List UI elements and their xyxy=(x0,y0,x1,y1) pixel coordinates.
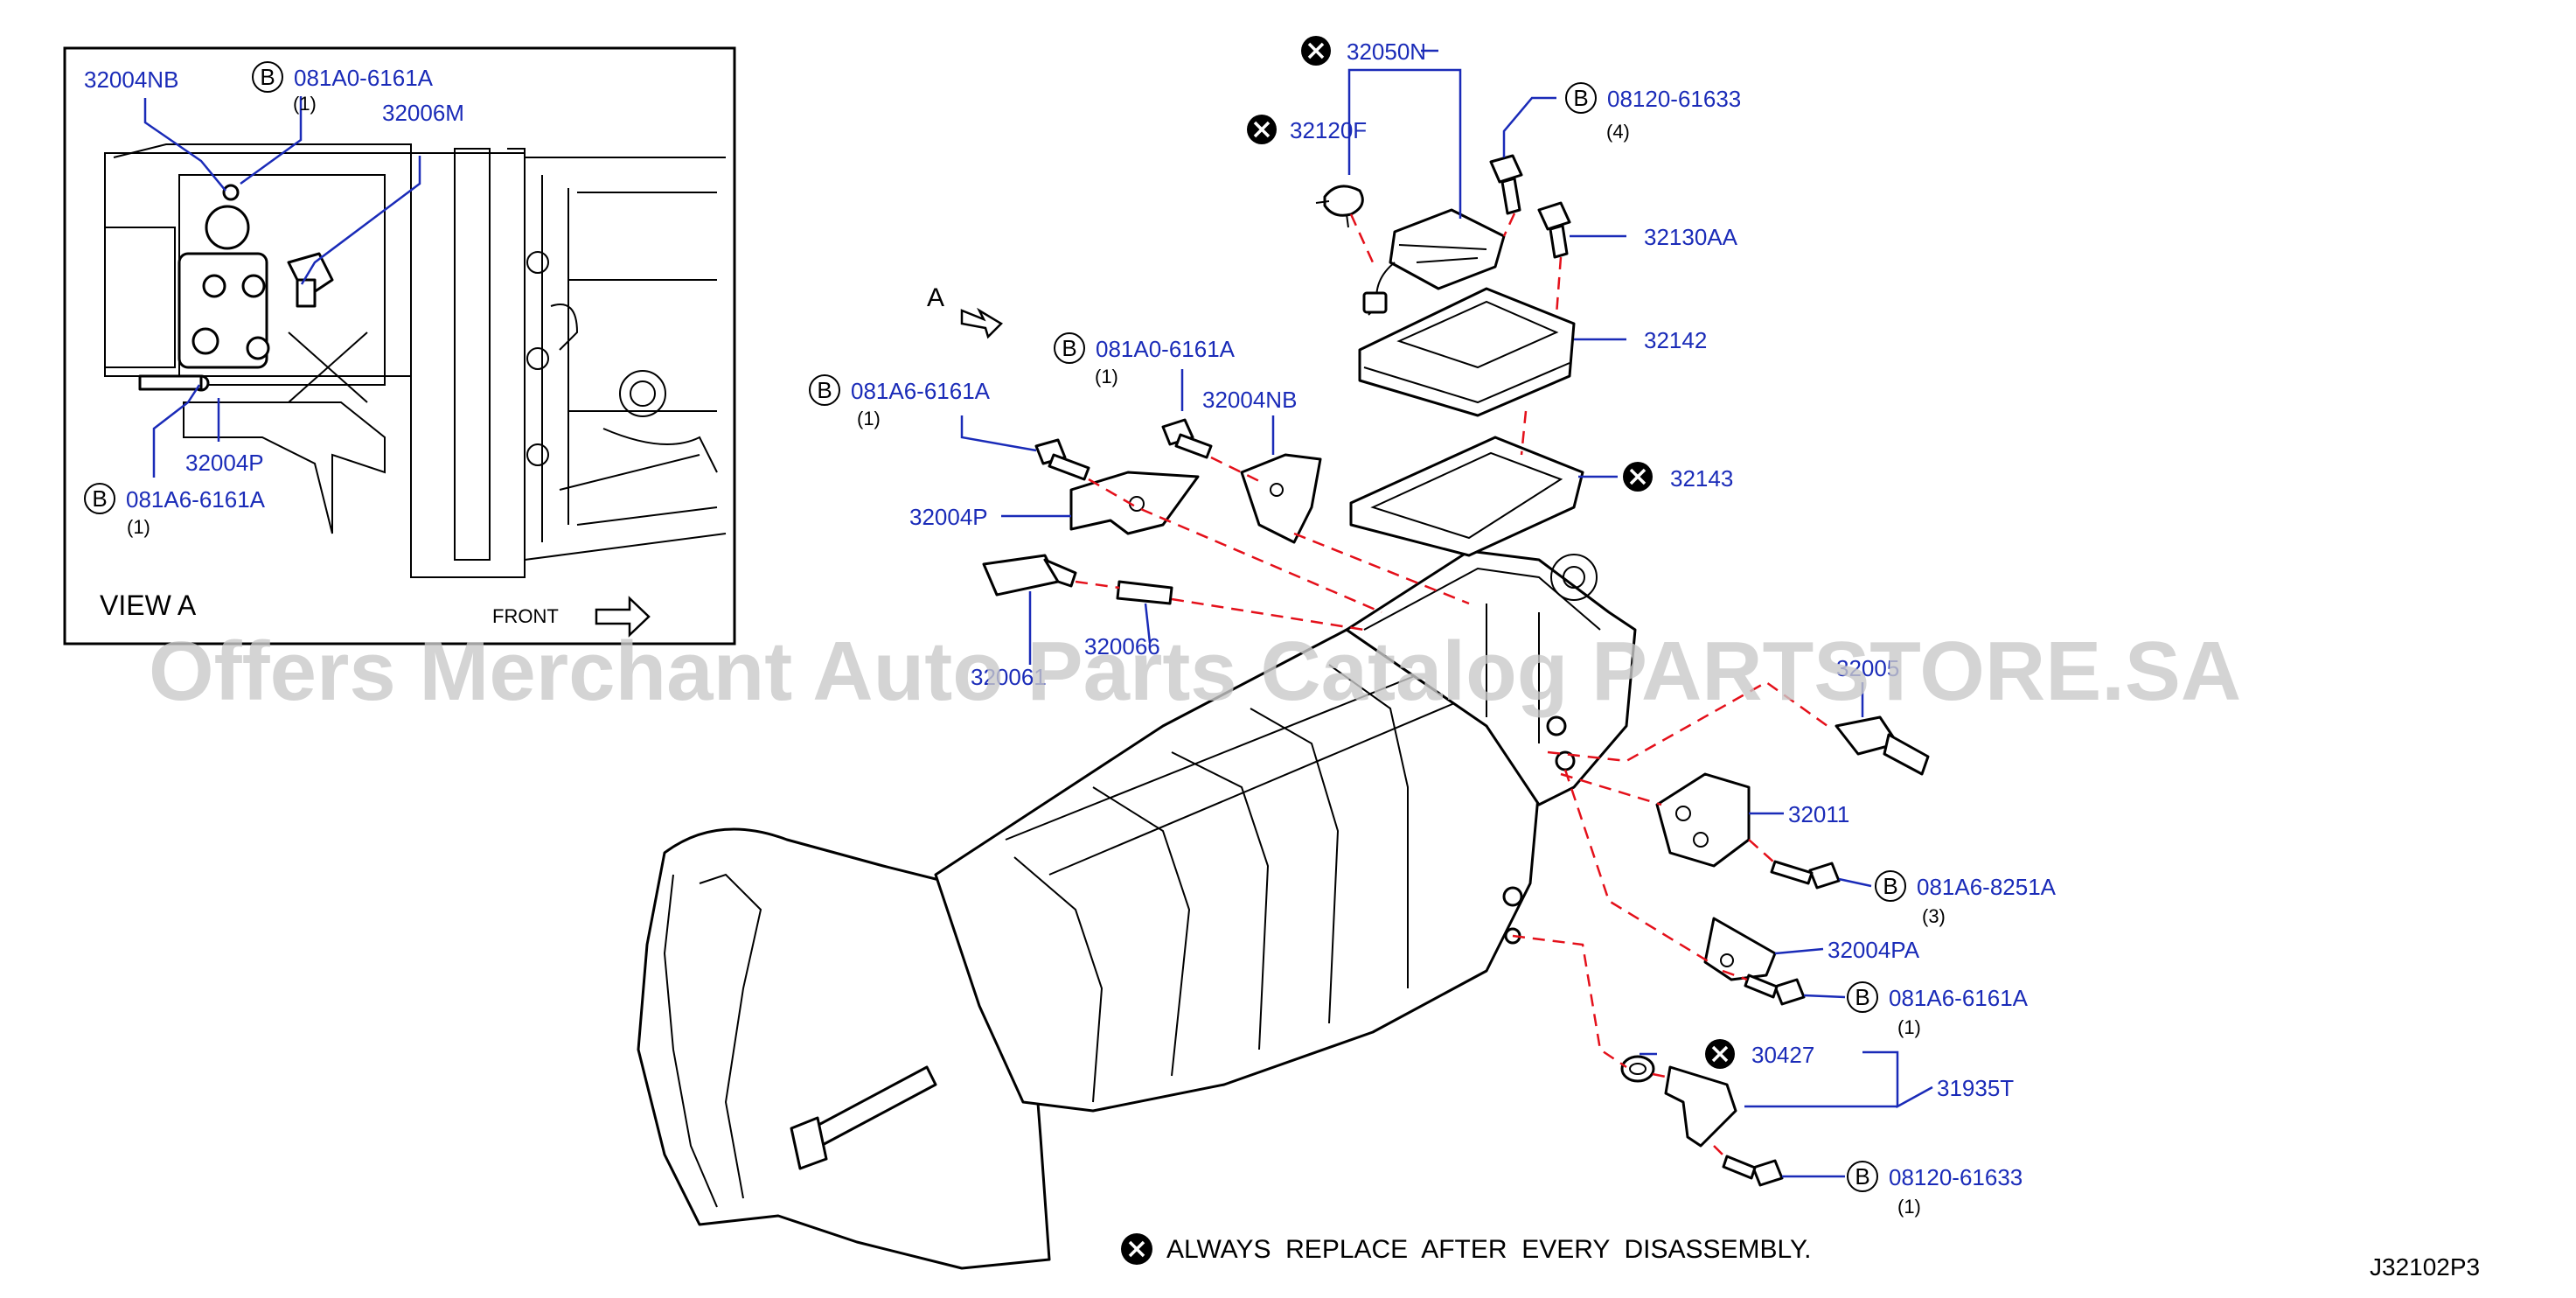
bolt-symbol-letter: B xyxy=(1062,335,1076,361)
qty-08120-bottom: (1) xyxy=(1897,1196,1921,1218)
inset-view-label: VIEW A xyxy=(100,590,197,621)
bolt-symbol-letter: B xyxy=(1855,1163,1869,1190)
leader-081a6-right xyxy=(1803,994,1846,999)
inset-leader-081a6 xyxy=(152,384,201,478)
qty-081a0-main: (1) xyxy=(1095,366,1118,387)
inset-frame xyxy=(63,46,736,646)
replace-x-mark xyxy=(1307,42,1325,59)
bolt-symbol-icon xyxy=(1565,82,1597,114)
qty-081a6-8251a: (3) xyxy=(1922,905,1946,927)
inset-bolt-081a0[interactable]: B 081A0-6161A (1) xyxy=(252,61,434,115)
leader-pin-main xyxy=(1144,603,1152,644)
inset-leader-081a0 xyxy=(240,96,303,185)
right-side-parts xyxy=(1620,715,1930,1187)
assembly-lines xyxy=(1075,213,1828,1160)
watermark: Offers Merchant Auto Parts Catalog PARTS… xyxy=(149,625,2241,718)
label-32006m-b[interactable]: 320061 xyxy=(971,664,1047,690)
label-08120-61633-bottom[interactable]: 08120-61633 xyxy=(1889,1164,2023,1190)
bolt-symbol-icon xyxy=(1847,1161,1878,1192)
leader-081a6-8251a xyxy=(1838,877,1872,888)
leader-32004pa xyxy=(1774,947,1824,955)
label-32050n[interactable]: 32050N xyxy=(1347,38,1426,65)
label-081a6-6161a-right[interactable]: 081A6-6161A xyxy=(1889,985,2029,1011)
inset-label-32006m[interactable]: 32006M xyxy=(382,100,464,126)
bolt-symbol-icon xyxy=(252,61,283,93)
label-081a6-8251a[interactable]: 081A6-8251A xyxy=(1917,874,2057,900)
bolt-symbol-letter: B xyxy=(1883,873,1897,899)
replace-x-mark xyxy=(1629,468,1647,485)
inset-label-32004nb[interactable]: 32004NB xyxy=(84,66,178,93)
front-arrow-icon xyxy=(595,596,651,638)
label-32120f[interactable]: 32120F xyxy=(1290,117,1367,143)
label-32004nb-main[interactable]: 32004NB xyxy=(1202,387,1297,413)
bolt-symbol-letter: B xyxy=(260,64,275,90)
bolt-symbol-icon xyxy=(1054,332,1085,364)
inset-leader-32006m xyxy=(300,156,421,285)
footnote: ALWAYS REPLACE AFTER EVERY DISASSEMBLY. xyxy=(1121,1233,1812,1265)
label-32130aa[interactable]: 32130AA xyxy=(1644,224,1738,250)
bolt-symbol-icon xyxy=(809,374,840,406)
bolt-symbol-letter: B xyxy=(92,485,107,512)
qty-081a6-right: (1) xyxy=(1897,1016,1921,1038)
replace-x-mark xyxy=(1253,121,1271,138)
label-32005[interactable]: 32005 xyxy=(1836,655,1899,681)
callout-a-label: A xyxy=(927,283,944,312)
label-32004p-main[interactable]: 32004P xyxy=(909,504,988,530)
label-32006m-a[interactable]: 320066 xyxy=(1084,633,1160,659)
leader-081a6-left xyxy=(960,415,1037,452)
bolt-symbol-letter: B xyxy=(1573,85,1588,111)
label-081a0-6161a-main[interactable]: 081A0-6161A xyxy=(1096,336,1236,362)
label-32011[interactable]: 32011 xyxy=(1788,801,1849,827)
inset-qty-081a6: (1) xyxy=(127,516,150,538)
label-32142[interactable]: 32142 xyxy=(1644,327,1707,353)
inset-leader-32004nb xyxy=(143,98,226,192)
bolt-symbol-letter: B xyxy=(1855,984,1869,1010)
label-081a6-6161a-left[interactable]: 081A6-6161A xyxy=(851,378,991,404)
leader-31935t xyxy=(1744,1050,1933,1109)
replace-x-mark xyxy=(1711,1045,1729,1063)
inset-label-081a6-6161a[interactable]: 081A6-6161A xyxy=(126,486,266,513)
inset-front-label: FRONT xyxy=(492,605,559,627)
bolt-symbol-icon xyxy=(1875,870,1906,902)
main-labels: 32050N 32120F B 08120-61633 (4) 32130AA … xyxy=(809,36,2057,1218)
shift-cover-parts xyxy=(982,154,1584,605)
inset-view-a: 32004NB B 081A0-6161A (1) 32006M 32004P … xyxy=(63,46,736,646)
bolt-symbol-icon xyxy=(1847,981,1878,1013)
leader-32050n xyxy=(1347,49,1462,219)
bolt-symbol-icon xyxy=(84,483,115,514)
bolt-symbol-letter: B xyxy=(817,377,832,403)
label-30427[interactable]: 30427 xyxy=(1751,1042,1814,1068)
view-a-arrow-icon xyxy=(960,307,1004,339)
inset-label-32004p[interactable]: 32004P xyxy=(185,450,264,476)
inset-qty-081a0: (1) xyxy=(293,93,317,115)
transmission-assembly xyxy=(637,549,1637,1270)
qty-081a6-left: (1) xyxy=(857,408,881,429)
label-08120-61633-top[interactable]: 08120-61633 xyxy=(1607,86,1741,112)
label-32143[interactable]: 32143 xyxy=(1670,465,1733,492)
main-leaders xyxy=(960,49,1933,1178)
inset-label-081a0-6161a[interactable]: 081A0-6161A xyxy=(294,65,434,91)
leader-08120-top xyxy=(1502,96,1556,157)
inset-transmission-drawing xyxy=(104,143,727,578)
label-32004pa[interactable]: 32004PA xyxy=(1828,937,1920,963)
inset-bolt-081a6[interactable]: B 081A6-6161A (1) xyxy=(84,483,266,538)
footnote-text: ALWAYS REPLACE AFTER EVERY DISASSEMBLY. xyxy=(1166,1235,1812,1264)
qty-08120-top: (4) xyxy=(1606,121,1630,143)
replace-x-mark xyxy=(1128,1240,1145,1258)
label-31935t[interactable]: 31935T xyxy=(1937,1075,2014,1101)
diagram-code: J32102P3 xyxy=(2370,1253,2480,1281)
